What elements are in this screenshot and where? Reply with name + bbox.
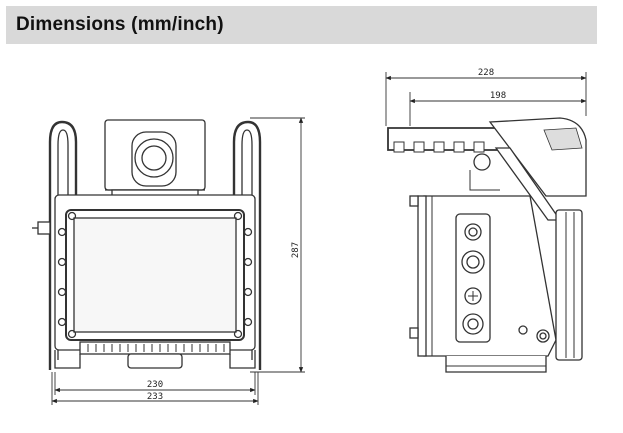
- front-view: [32, 119, 262, 370]
- side-rail: [417, 195, 427, 357]
- connector-panel: [455, 213, 491, 343]
- side-connector: [37, 221, 51, 235]
- side-view: [387, 117, 587, 373]
- page-title: Dimensions (mm/inch): [16, 14, 224, 35]
- width-outer-label: 233: [147, 392, 163, 402]
- side-base: [445, 356, 547, 373]
- side-dimensions: [385, 72, 587, 126]
- depth-total-label: 228: [478, 68, 494, 78]
- bottom-mount: [127, 353, 183, 369]
- depth-top-label: 198: [490, 91, 506, 101]
- side-lens-ring: [555, 209, 583, 361]
- section-header: Dimensions (mm/inch): [6, 6, 597, 44]
- right-foot: [229, 350, 256, 369]
- screen: [73, 217, 237, 333]
- front-screws: [57, 211, 253, 339]
- width-inner-label: 230: [147, 380, 163, 390]
- camera-head: [104, 119, 206, 205]
- front-dimensions: [51, 117, 305, 405]
- left-foot: [54, 350, 81, 369]
- height-label: 287: [291, 242, 301, 258]
